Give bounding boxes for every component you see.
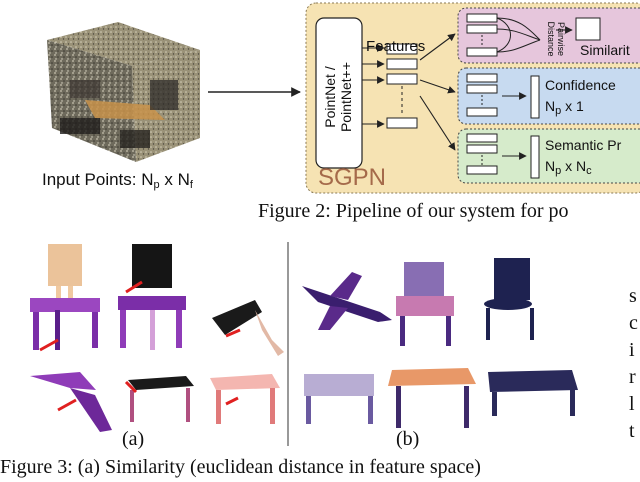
confidence-branch [457,67,640,125]
table-b5 [388,368,476,428]
backbone-box [315,17,363,169]
confidence-dim: Np x 1 [545,98,584,117]
chair-a2 [118,244,186,350]
object-a4 [30,372,112,432]
sgpn-label: SGPN [318,164,387,191]
confidence-label: Confidence [545,77,616,93]
panel-a-label: (a) [122,428,145,450]
features-label: Features [366,38,426,55]
semantic-branch [457,128,640,184]
table-b4 [304,374,374,424]
table-a6 [210,374,280,424]
semantic-dim: Np x Nc [545,158,592,177]
airplane-b1 [302,272,392,330]
table-b6 [488,370,578,416]
input-points-label: Input Points: Np x Nf [42,170,193,191]
figure-2-caption: Figure 2: Pipeline of our system for po [258,200,569,222]
figure-3-caption: Figure 3: (a) Similarity (euclidean dist… [0,456,481,478]
table-a5 [128,376,194,422]
chair-b3 [484,258,534,340]
chair-b2 [396,262,454,346]
similarity-label: Similarit [580,42,630,58]
semantic-label: Semantic Pr [545,137,622,153]
body-text-fragment: s c i r l t [629,285,638,442]
chair-a1 [30,244,100,350]
panel-b-label: (b) [396,428,420,450]
object-a3 [212,300,284,356]
